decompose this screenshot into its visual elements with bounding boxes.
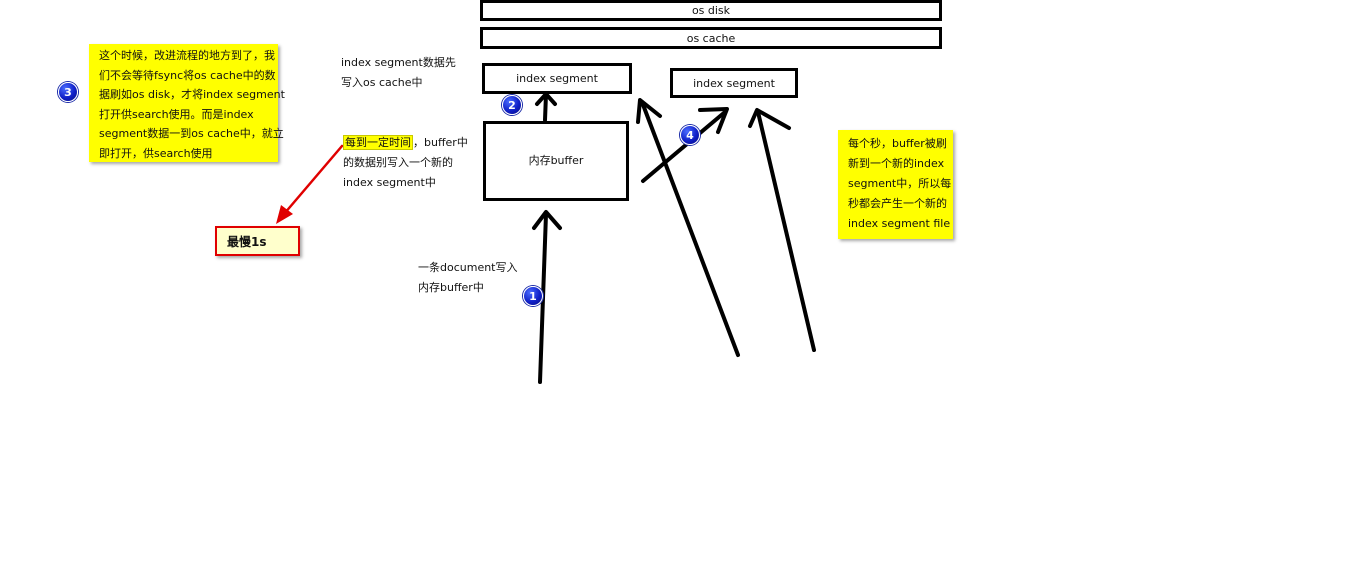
- document-write-line: 一条document写入: [418, 261, 518, 274]
- index-segment-left-label: index segment: [516, 72, 598, 85]
- note-left-line: 这个时候，改进流程的地方到了，我: [99, 49, 275, 62]
- note-right-line: segment中，所以每: [848, 177, 952, 190]
- arrow-to-left-segment: [640, 100, 740, 357]
- os-cache-box: os cache: [480, 27, 942, 49]
- memory-buffer-label: 内存buffer: [528, 154, 584, 167]
- note-left-line: 打开供search使用。而是index: [99, 107, 254, 121]
- note-right-line: 每个秒，buffer被刷: [848, 137, 947, 150]
- note-left: 这个时候，改进流程的地方到了，我 们不会等待fsync将os cache中的数 …: [89, 44, 285, 162]
- step-badge-2: 2: [502, 95, 522, 115]
- arrow-to-left-segment-head: [636, 98, 662, 124]
- callout-arrow-head: [276, 205, 293, 224]
- note-left-line: 们不会等待fsync将os cache中的数: [99, 68, 276, 82]
- periodic-write-line: index segment中: [343, 176, 436, 189]
- arrow-document-to-buffer-head: [532, 210, 562, 230]
- arrow-buffer-to-new-segment: [641, 110, 727, 183]
- index-segment-box-left: index segment: [482, 63, 632, 94]
- callout-slowest-label: 最慢1s: [227, 234, 267, 249]
- step-badge-4: 4: [680, 125, 700, 145]
- document-write-line: 内存buffer中: [418, 281, 484, 294]
- arrow-to-right-segment: [756, 110, 816, 352]
- index-segment-box-right: index segment: [670, 68, 798, 98]
- note-right-line: 秒都会产生一个新的: [848, 197, 947, 210]
- os-disk-box: os disk: [480, 0, 942, 21]
- segment-to-cache-line: index segment数据先: [341, 56, 456, 69]
- periodic-write-highlight: 每到一定时间: [343, 135, 413, 150]
- note-left-line: segment数据一到os cache中，就立: [99, 127, 284, 140]
- document-write-text: 一条document写入 内存buffer中: [418, 258, 518, 298]
- note-right-line: 新到一个新的index: [848, 157, 945, 170]
- periodic-write-line-1: 每到一定时间，buffer中: [343, 133, 468, 153]
- note-right-line: index segment file: [848, 217, 951, 230]
- segment-to-cache-line: 写入os cache中: [341, 76, 423, 89]
- arrow-document-to-buffer: [538, 212, 548, 384]
- step-badge-3: 3: [58, 82, 78, 102]
- note-right: 每个秒，buffer被刷 新到一个新的index segment中，所以每 秒都…: [838, 130, 953, 239]
- arrow-buffer-to-new-segment-head: [698, 107, 729, 134]
- periodic-write-text: 每到一定时间，buffer中 的数据别写入一个新的 index segment中: [343, 133, 468, 193]
- index-segment-right-label: index segment: [693, 76, 775, 90]
- arrow-buffer-to-segment-head: [535, 92, 557, 106]
- note-left-line: 据刷如os disk，才将index segment: [99, 88, 285, 101]
- os-disk-label: os disk: [691, 4, 731, 17]
- note-left-line: 即打开，供search使用: [99, 146, 213, 160]
- periodic-write-line: 的数据别写入一个新的: [343, 156, 453, 169]
- periodic-write-rest: ，buffer中: [413, 136, 468, 149]
- os-cache-label: os cache: [686, 31, 736, 45]
- callout-slowest: 最慢1s: [215, 226, 300, 256]
- segment-to-cache-text: index segment数据先 写入os cache中: [341, 53, 456, 93]
- memory-buffer-box: 内存buffer: [483, 121, 629, 201]
- arrow-to-right-segment-head: [748, 108, 791, 130]
- step-badge-1: 1: [523, 286, 543, 306]
- arrow-buffer-to-segment: [543, 92, 548, 122]
- callout-arrow-line: [282, 144, 344, 216]
